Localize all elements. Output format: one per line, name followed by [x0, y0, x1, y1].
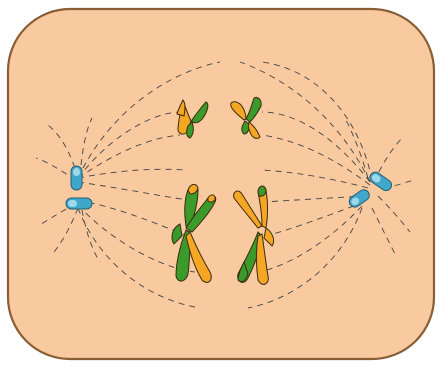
centriole-highlight — [73, 168, 80, 176]
chromatid-green — [258, 186, 266, 196]
centriole-highlight — [68, 200, 77, 207]
chromatid-orange — [208, 195, 215, 202]
